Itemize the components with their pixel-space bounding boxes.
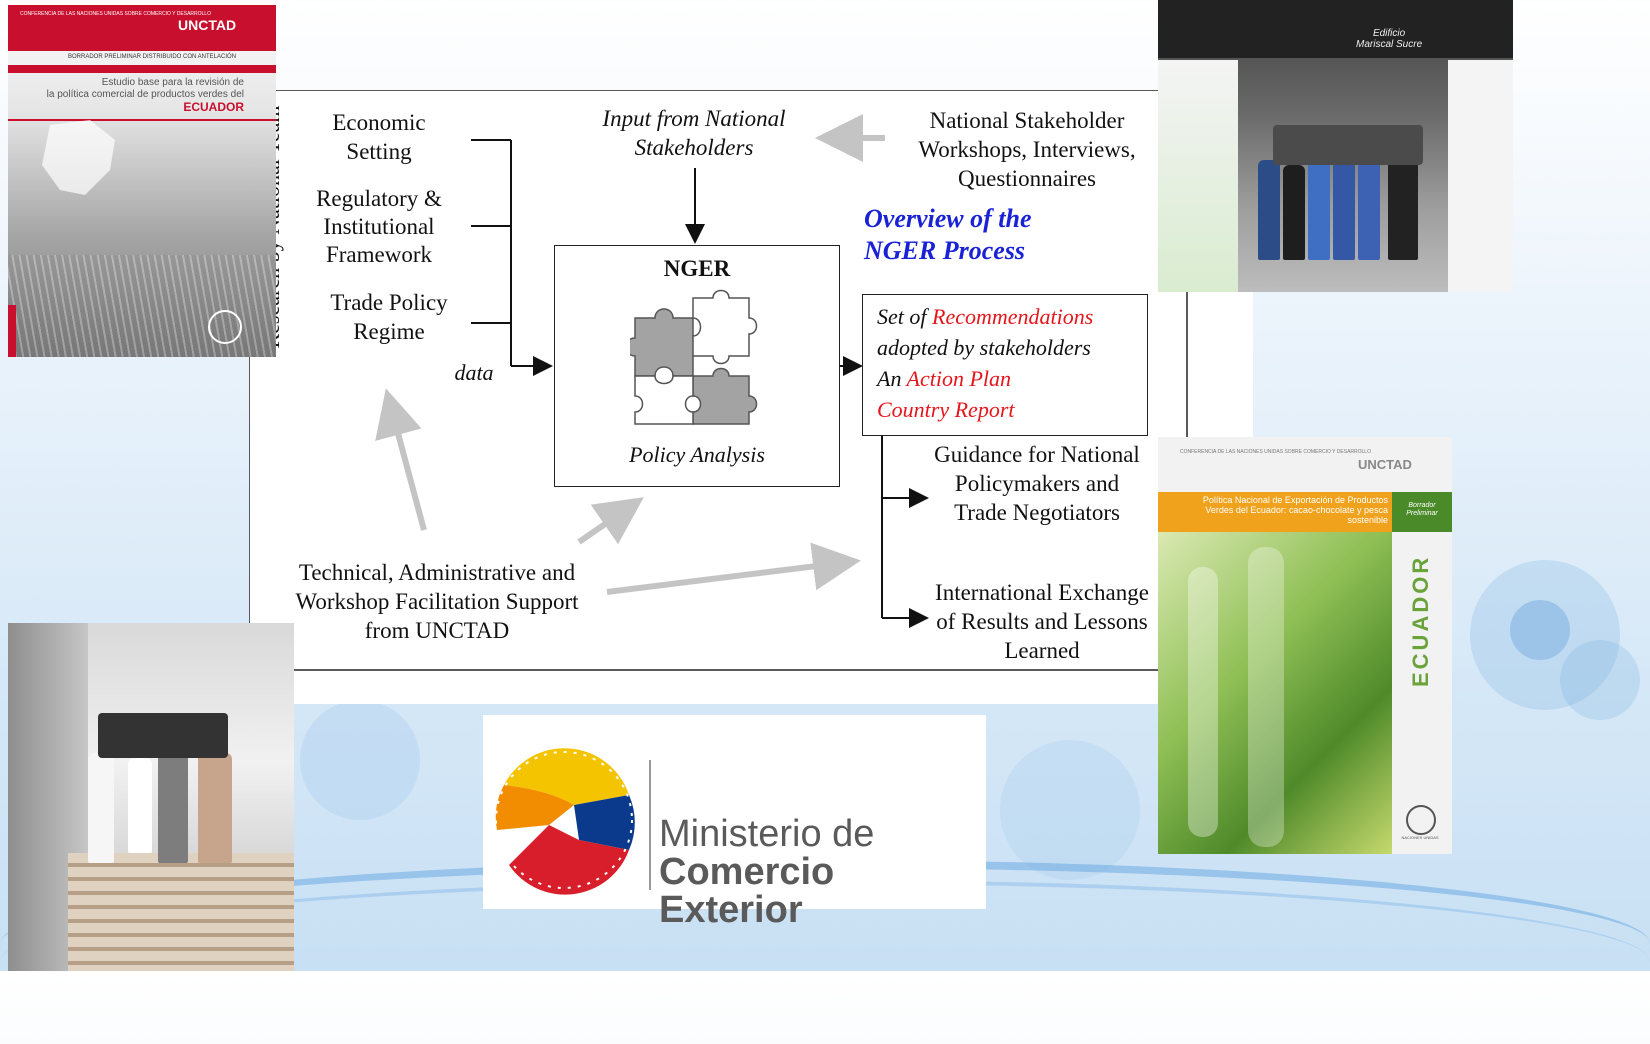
un-emblem-icon	[208, 310, 242, 344]
unctad-logo-text: UNCTAD	[178, 17, 237, 33]
input-regulatory-framework: Regulatory & Institutional Framework	[316, 186, 442, 267]
report-cover-right: CONFERENCIA DE LAS NACIONES UNIDAS SOBRE…	[1158, 437, 1452, 854]
input-economic-setting: Economic Setting	[332, 110, 426, 164]
nger-box: NGER Policy Analysis	[554, 245, 840, 487]
output-action-plan: An Action Plan	[877, 366, 1012, 391]
report-subheader-band	[8, 51, 276, 65]
background-bubble	[1000, 740, 1140, 880]
data-label: data	[454, 360, 494, 385]
report-title: Política Nacional de Exportación de Prod…	[1202, 495, 1388, 525]
ministry-logo-panel: Ministerio de Comercio Exterior	[483, 715, 986, 929]
input-from-stakeholders: Input from National Stakeholders	[602, 106, 786, 160]
policy-analysis-label: Policy Analysis	[629, 442, 765, 467]
report-red-corner	[8, 305, 16, 357]
ministry-divider	[649, 760, 651, 890]
unctad-logo-text: UNCTAD	[1358, 457, 1412, 472]
nger-title: NGER	[663, 256, 731, 281]
background-bubble	[1470, 560, 1620, 710]
nger-process-diagram: Research by National Team Economic Setti…	[249, 90, 1253, 704]
ecuador-map-icon	[42, 120, 115, 195]
report-footer: NACIONES UNIDAS	[1401, 835, 1439, 840]
report-subheader-text: BORRADOR PRELIMINAR DISTRIBUIDO CON ANTE…	[68, 54, 237, 60]
tree-trunk	[1248, 547, 1284, 847]
report-header-text: CONFERENCIA DE LAS NACIONES UNIDAS SOBRE…	[1180, 449, 1371, 455]
input-trade-policy: Trade Policy Regime	[330, 290, 448, 344]
group-photo-stairs	[8, 623, 294, 971]
grass-texture	[8, 255, 276, 357]
building-facade	[1158, 0, 1513, 58]
report-red-rule	[8, 119, 276, 121]
guidance-text: Guidance for National Policymakers and T…	[934, 442, 1140, 525]
report-badge	[1392, 492, 1452, 532]
background-bubble	[1510, 600, 1570, 660]
output-recommendations: Set of Recommendations	[877, 304, 1094, 329]
people-group	[88, 713, 268, 873]
report-title: Estudio base para la revisión de la polí…	[46, 77, 244, 114]
banner-left	[1158, 60, 1238, 292]
un-emblem-icon	[1406, 805, 1436, 835]
report-header-text: CONFERENCIA DE LAS NACIONES UNIDAS SOBRE…	[20, 11, 211, 17]
output-country-report: Country Report	[877, 397, 1015, 422]
building-sign: Edificio Mariscal Sucre	[1356, 28, 1423, 50]
background-bubble	[300, 700, 420, 820]
overview-title: Overview of the NGER Process	[864, 204, 1032, 265]
report-badge-text: Borrador Preliminar	[1406, 502, 1438, 517]
international-exchange-text: International Exchange of Results and Le…	[935, 580, 1149, 663]
ministry-name: Ministerio de Comercio Exterior	[659, 813, 875, 931]
output-adopted: adopted by stakeholders	[877, 335, 1091, 360]
diagram-connectors	[249, 90, 1188, 671]
tree-trunk	[1188, 567, 1218, 837]
stakeholder-workshops: National Stakeholder Workshops, Intervie…	[918, 108, 1136, 191]
outputs-list: Set of Recommendations adopted by stakeh…	[877, 301, 1147, 425]
report-cover-left: CONFERENCIA DE LAS NACIONES UNIDAS SOBRE…	[8, 5, 276, 357]
group-photo-building: Edificio Mariscal Sucre	[1158, 0, 1513, 292]
background-bubble	[1560, 640, 1640, 720]
stairs	[68, 853, 294, 971]
unctad-support-text: Technical, Administrative and Workshop F…	[295, 560, 579, 643]
puzzle-icon	[630, 289, 758, 425]
forest-illustration	[1158, 532, 1392, 854]
report-country-vertical: ECUADOR	[1408, 554, 1433, 687]
report-title-band	[1158, 492, 1392, 532]
outputs-box: Set of Recommendations adopted by stakeh…	[862, 294, 1148, 436]
people-group	[1253, 120, 1443, 270]
banner-right	[1448, 60, 1513, 292]
ministry-globe-icon	[495, 748, 635, 895]
